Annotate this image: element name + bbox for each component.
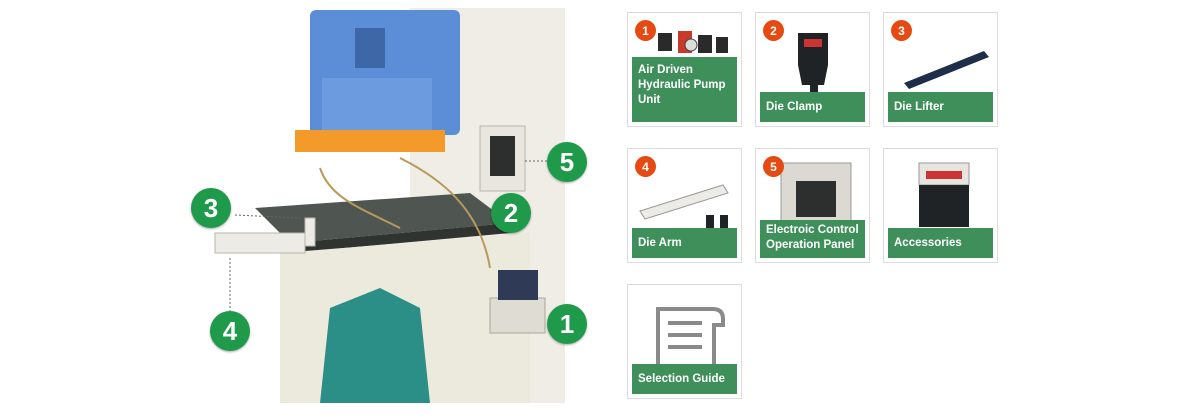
product-label: Accessories: [888, 228, 993, 258]
press-machine-illustration: [214, 8, 565, 403]
callout-5[interactable]: 5: [547, 142, 587, 182]
control-panel-image: [780, 162, 852, 226]
product-label: Air Driven Hydraulic Pump Unit: [632, 57, 737, 122]
selection-guide-card[interactable]: Selection Guide: [627, 284, 742, 399]
pump-unit-image: [658, 31, 728, 53]
product-card-die-arm[interactable]: 4 Die Arm: [627, 148, 742, 263]
callout-1[interactable]: 1: [547, 304, 587, 344]
accessories-image: [918, 162, 970, 227]
product-number-badge: 5: [763, 156, 784, 177]
product-label: Die Clamp: [760, 92, 865, 122]
product-card-accessories[interactable]: Accessories: [883, 148, 998, 263]
product-label: Selection Guide: [632, 364, 737, 394]
product-number-badge: 4: [635, 156, 656, 177]
product-card-die-clamp[interactable]: 2 Die Clamp: [755, 12, 870, 127]
product-label: Electroic Control Operation Panel: [760, 220, 865, 258]
product-label: Die Lifter: [888, 92, 993, 122]
product-card-die-lifter[interactable]: 3 Die Lifter: [883, 12, 998, 127]
callout-3[interactable]: 3: [191, 188, 231, 228]
product-number-badge: 1: [635, 20, 656, 41]
product-card-control-panel[interactable]: 5 Electroic Control Operation Panel: [755, 148, 870, 263]
die-arm-image: [639, 184, 729, 229]
die-clamp-image: [798, 33, 828, 97]
product-number-badge: 2: [763, 20, 784, 41]
product-card-pump-unit[interactable]: 1 Air Driven Hydraulic Pump Unit: [627, 12, 742, 127]
callout-4[interactable]: 4: [210, 311, 250, 351]
product-number-badge: 3: [891, 20, 912, 41]
die-lifter-image: [904, 51, 989, 89]
callout-2[interactable]: 2: [491, 193, 531, 233]
product-label: Die Arm: [632, 228, 737, 258]
